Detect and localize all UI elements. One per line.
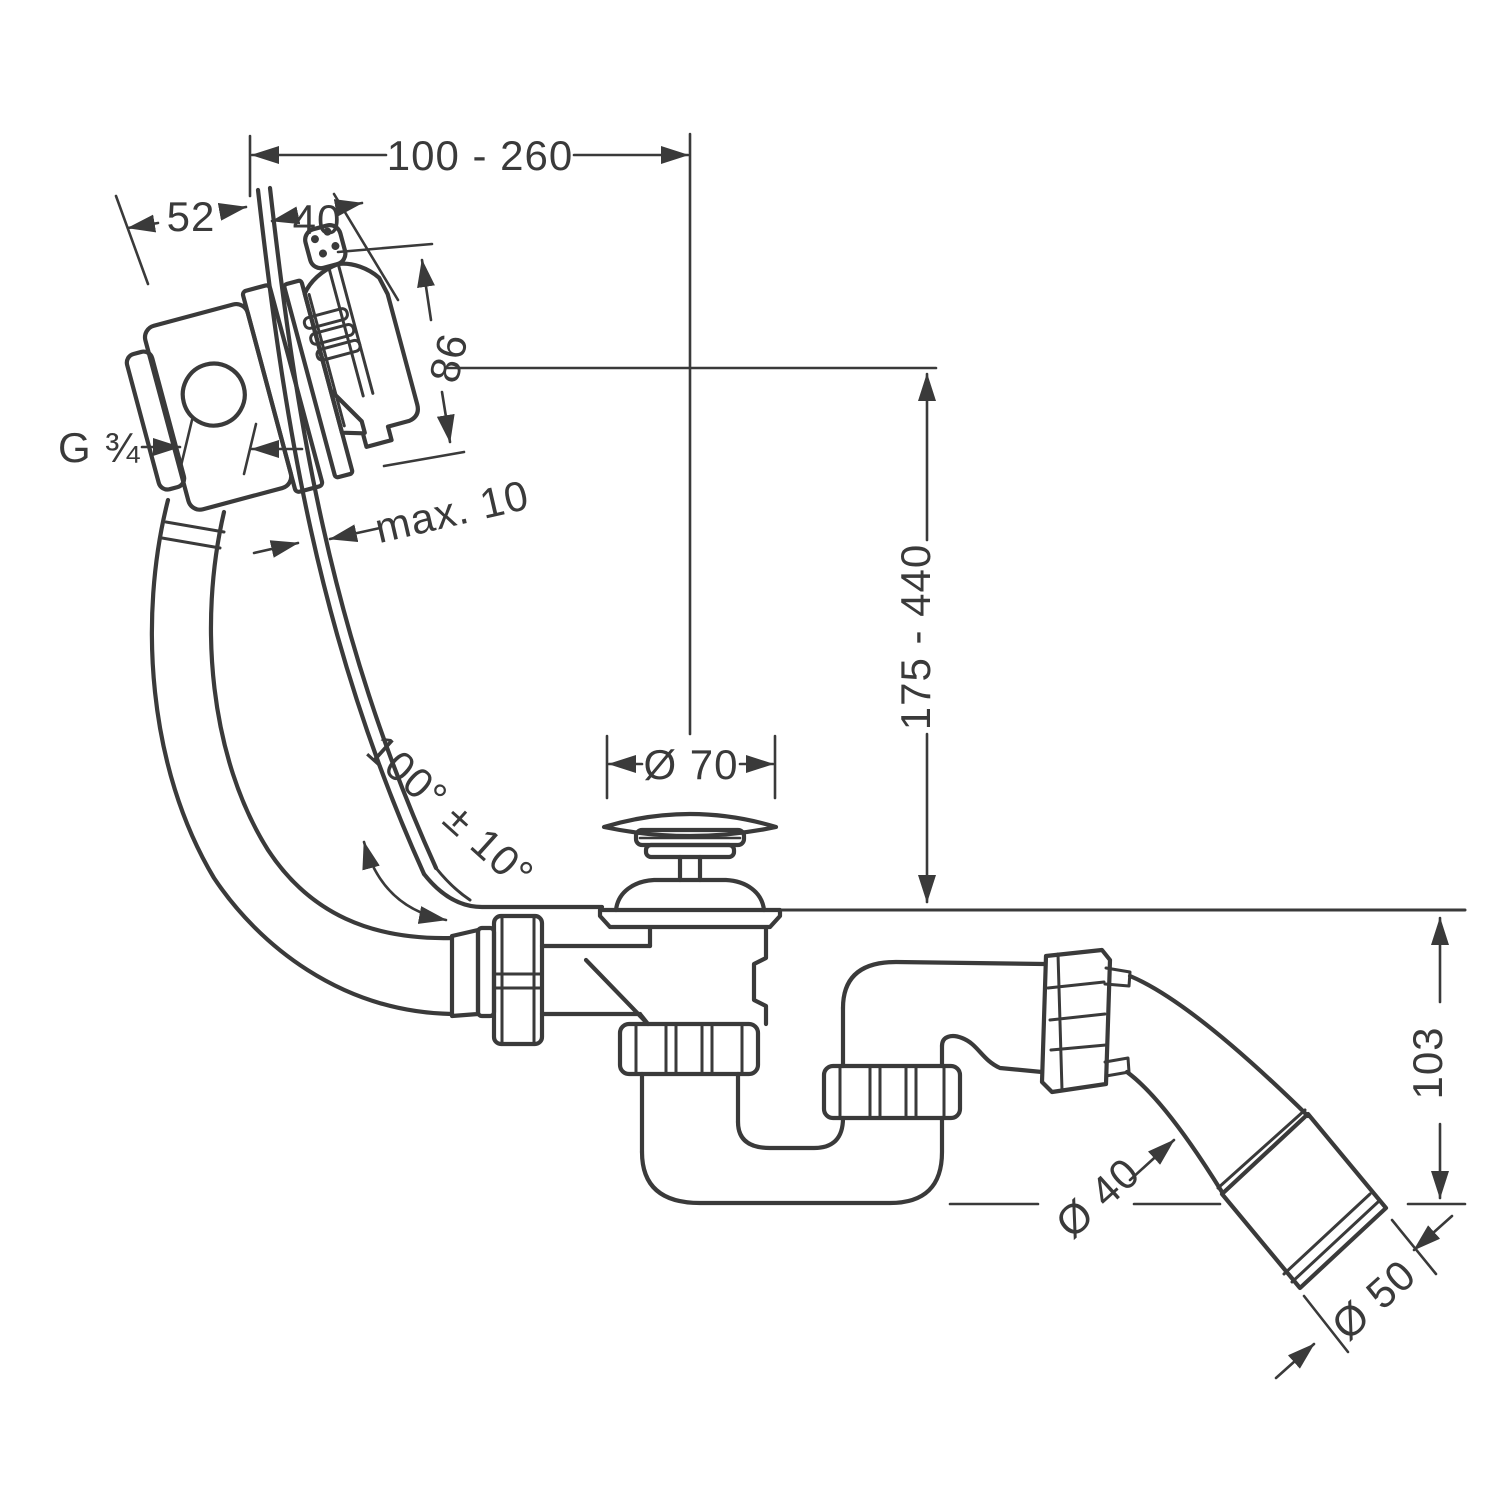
cable-knob-dots: [310, 227, 340, 258]
dim-pipe-diameter: Ø 40: [1047, 1138, 1176, 1247]
dim-plug-diameter: Ø 70: [605, 734, 777, 800]
dim-label-depth-range: 175 - 440: [892, 544, 939, 730]
outlet-socket: [1219, 1111, 1389, 1291]
dim-label-pipe-diameter: Ø 40: [1047, 1148, 1149, 1247]
waste-tee-assembly: [597, 877, 783, 1027]
dim-label-swivel-angle: 100° ± 10°: [358, 725, 543, 898]
spring-coils: [302, 307, 362, 362]
trap-nut-upper: [617, 1021, 761, 1077]
trap-nut-outlet: [821, 1063, 963, 1121]
dim-label-front-offset: 40: [293, 196, 342, 243]
dim-wall-thickness: max. 10: [252, 471, 533, 558]
waste-inlet-assembly: [475, 913, 653, 1047]
dim-back-offset: 52: [114, 193, 248, 286]
g34-connection-port: [180, 361, 247, 428]
dim-label-plug-diameter: Ø 70: [643, 741, 738, 788]
dim-unit-height: 86: [336, 242, 477, 468]
dim-span-range: 100 - 260: [248, 132, 692, 736]
dim-label-back-offset: 52: [167, 193, 216, 240]
dim-label-wall-thickness: max. 10: [370, 471, 533, 552]
trap-siphon: [617, 959, 1047, 1206]
dim-thread-size: G ¾: [58, 418, 304, 476]
dim-label-unit-height: 86: [420, 329, 477, 387]
dim-label-span-range: 100 - 260: [387, 132, 573, 179]
cable-knob: [303, 223, 348, 271]
control-cable-hose: [149, 497, 481, 1019]
dim-label-outlet-drop: 103: [1404, 1026, 1451, 1099]
dim-socket-diameter: Ø 50: [1274, 1214, 1454, 1380]
outlet-pipe: [1124, 973, 1389, 1291]
dim-front-offset: 40: [270, 192, 400, 302]
dim-label-thread-size: G ¾: [58, 424, 140, 471]
overflow-filler-unit: [124, 223, 420, 512]
dim-swivel-angle: 100° ± 10°: [358, 725, 543, 924]
dim-depth-range: 175 - 440: [444, 366, 939, 904]
outlet-union-nut: [1039, 947, 1132, 1095]
hose-union-nut: [491, 913, 545, 1047]
dim-outlet-drop: 103: [948, 916, 1467, 1206]
pop-up-plug: [601, 811, 779, 883]
dim-label-socket-diameter: Ø 50: [1323, 1250, 1425, 1349]
